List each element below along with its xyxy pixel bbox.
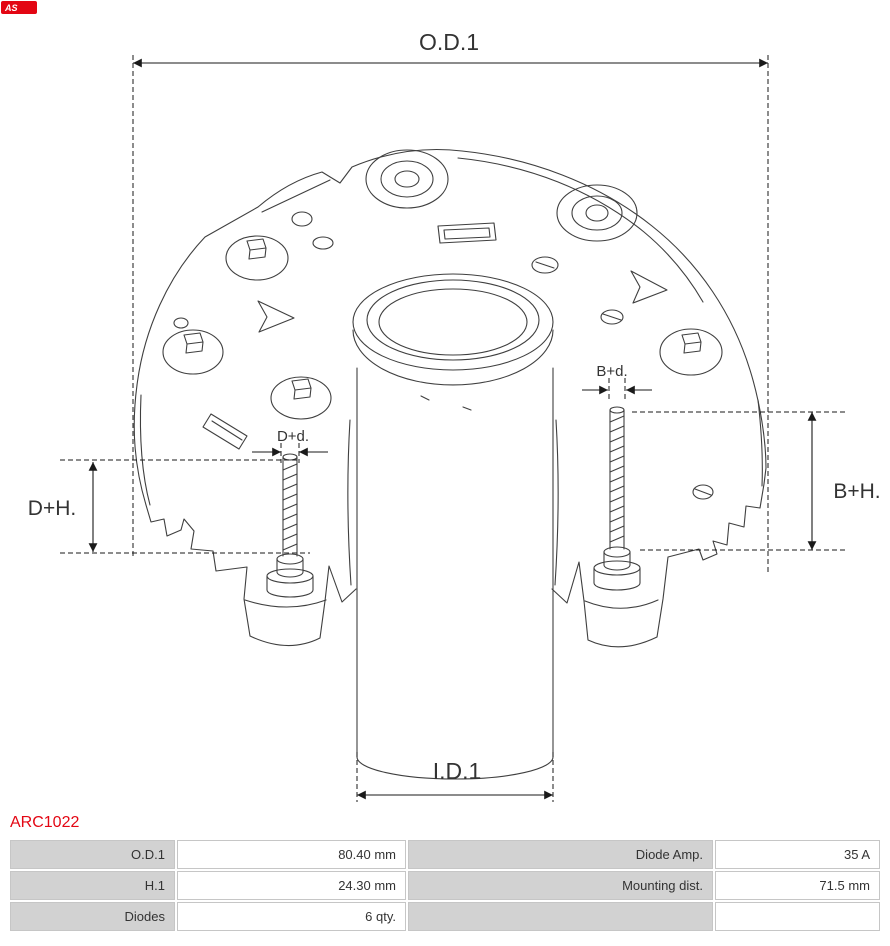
terminal-rings: [173, 149, 714, 500]
spec-table: O.D.1 80.40 mm Diode Amp. 35 A H.1 24.30…: [8, 838, 882, 933]
table-row: H.1 24.30 mm Mounting dist. 71.5 mm: [10, 871, 880, 900]
center-tube: [352, 273, 554, 780]
spec-value-cell: 24.30 mm: [177, 871, 406, 900]
dimension-od1: O.D.1: [132, 29, 769, 572]
spec-value-cell: 6 qty.: [177, 902, 406, 931]
dim-label-dh: D+H.: [28, 497, 76, 520]
dimension-dh: D+H.: [28, 459, 310, 554]
table-row: O.D.1 80.40 mm Diode Amp. 35 A: [10, 840, 880, 869]
spec-value-cell: 35 A: [715, 840, 880, 869]
dim-label-id1: I.D.1: [433, 758, 482, 784]
dim-label-bh: B+H.: [833, 480, 880, 503]
spec-label-cell: Mounting dist.: [408, 871, 713, 900]
as-logo-text: AS: [5, 2, 18, 13]
spec-value-cell: 71.5 mm: [715, 871, 880, 900]
spec-label-cell: [408, 902, 713, 931]
left-stud: [266, 453, 314, 598]
dim-label-od1: O.D.1: [419, 29, 479, 55]
spec-label-cell: Diodes: [10, 902, 175, 931]
diode-pads: [162, 235, 723, 420]
dimension-id1: I.D.1: [356, 752, 554, 802]
technical-drawing: O.D.1 D+H. B+H. D+d. B+d.: [28, 29, 881, 802]
spec-value-cell: [715, 902, 880, 931]
dim-label-dd: D+d.: [277, 428, 309, 445]
right-stud: [593, 406, 641, 591]
table-row: Diodes 6 qty.: [10, 902, 880, 931]
dimension-dd: D+d.: [252, 428, 328, 463]
dim-label-bd: B+d.: [596, 363, 627, 380]
dimension-bd: B+d.: [582, 363, 652, 402]
spec-value-cell: 80.40 mm: [177, 840, 406, 869]
part-number: ARC1022: [10, 814, 80, 831]
spec-label-cell: O.D.1: [10, 840, 175, 869]
spec-label-cell: H.1: [10, 871, 175, 900]
as-logo: AS: [1, 1, 37, 14]
rectifier-body: [133, 149, 767, 648]
spec-label-cell: Diode Amp.: [408, 840, 713, 869]
dimension-bh: B+H.: [632, 411, 881, 551]
